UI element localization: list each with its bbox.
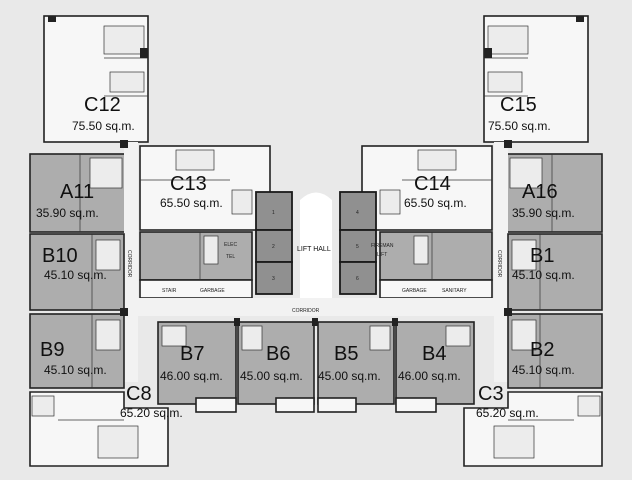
- unit-area: 46.00 sq.m.: [160, 369, 223, 383]
- unit-area: 45.10 sq.m.: [512, 268, 575, 282]
- unit-name: C3: [478, 383, 504, 405]
- lift-number: 2: [272, 244, 275, 250]
- unit-c14[interactable]: C14 65.50 sq.m.: [361, 145, 493, 231]
- unit-area: 35.90 sq.m.: [512, 206, 575, 220]
- unit-area: 45.00 sq.m.: [240, 369, 303, 383]
- unit-c13[interactable]: C13 65.50 sq.m.: [139, 145, 271, 231]
- unit-a16[interactable]: A16 35.90 sq.m.: [505, 153, 603, 233]
- service-core-left: STAIR GARBAGE ELEC TEL: [139, 231, 253, 299]
- unit-c3[interactable]: C3 65.20 sq.m.: [463, 383, 603, 467]
- lift-number: 3: [272, 276, 275, 282]
- corridor-label: CORRIDOR: [292, 308, 320, 314]
- unit-c8[interactable]: C8 65.20 sq.m.: [29, 383, 183, 467]
- lift-number: 6: [356, 276, 359, 282]
- unit-c12[interactable]: C12 75.50 sq.m.: [43, 15, 149, 143]
- unit-b1[interactable]: B1 45.10 sq.m.: [507, 233, 603, 311]
- unit-name: C13: [170, 173, 207, 195]
- lift-number: 5: [356, 244, 359, 250]
- unit-name: B5: [334, 343, 358, 365]
- unit-b6[interactable]: B6 45.00 sq.m.: [237, 321, 315, 413]
- unit-area: 75.50 sq.m.: [72, 119, 135, 133]
- unit-name: C15: [500, 94, 537, 116]
- stair-label: STAIR: [162, 288, 177, 294]
- lift-hall: 1 2 3 4 5 6 LIFT HALL FIREMAN LIFT: [255, 191, 394, 302]
- garbage-label: GARBAGE: [200, 288, 225, 294]
- unit-a11[interactable]: A11 35.90 sq.m.: [29, 153, 127, 233]
- corridor-label: CORRIDOR: [126, 250, 132, 278]
- garbage-label: GARBAGE: [402, 288, 427, 294]
- sanitary-label: SANITARY: [442, 288, 467, 294]
- unit-name: B10: [42, 245, 78, 267]
- unit-b10[interactable]: B10 45.10 sq.m.: [29, 233, 125, 311]
- lift-hall-label: LIFT HALL: [297, 246, 331, 253]
- unit-name: B2: [530, 339, 554, 361]
- fireman-lift-label: LIFT: [377, 252, 387, 258]
- unit-area: 65.20 sq.m.: [476, 406, 539, 420]
- fireman-lift-label: FIREMAN: [371, 243, 394, 249]
- unit-b7[interactable]: B7 46.00 sq.m.: [157, 321, 237, 413]
- unit-b5[interactable]: B5 45.00 sq.m.: [317, 321, 395, 413]
- unit-name: C12: [84, 94, 121, 116]
- unit-name: B1: [530, 245, 554, 267]
- tel-label: TEL: [226, 254, 235, 260]
- unit-b9[interactable]: B9 45.10 sq.m.: [29, 313, 125, 389]
- unit-name: A11: [60, 181, 94, 203]
- corridor: CORRIDOR CORRIDOR CORRIDOR: [124, 142, 508, 382]
- unit-area: 45.10 sq.m.: [44, 363, 107, 377]
- unit-name: B4: [422, 343, 446, 365]
- unit-area: 65.50 sq.m.: [404, 196, 467, 210]
- unit-name: C8: [126, 383, 152, 405]
- unit-area: 65.20 sq.m.: [120, 406, 183, 420]
- lift-number: 1: [272, 210, 275, 216]
- unit-name: B6: [266, 343, 290, 365]
- unit-area: 46.00 sq.m.: [398, 369, 461, 383]
- service-core-right: GARBAGE SANITARY: [379, 231, 493, 299]
- unit-area: 45.00 sq.m.: [318, 369, 381, 383]
- unit-name: B7: [180, 343, 204, 365]
- unit-area: 75.50 sq.m.: [488, 119, 551, 133]
- unit-area: 65.50 sq.m.: [160, 196, 223, 210]
- corridor-label: CORRIDOR: [496, 250, 502, 278]
- unit-b4[interactable]: B4 46.00 sq.m.: [395, 321, 475, 413]
- unit-name: A16: [522, 181, 558, 203]
- lift-number: 4: [356, 210, 359, 216]
- unit-area: 45.10 sq.m.: [512, 363, 575, 377]
- unit-name: B9: [40, 339, 64, 361]
- elec-label: ELEC: [224, 242, 237, 248]
- unit-area: 45.10 sq.m.: [44, 268, 107, 282]
- unit-c15[interactable]: C15 75.50 sq.m.: [483, 15, 589, 143]
- unit-name: C14: [414, 173, 451, 195]
- unit-b2[interactable]: B2 45.10 sq.m.: [507, 313, 603, 389]
- unit-area: 35.90 sq.m.: [36, 206, 99, 220]
- structural-columns: [120, 140, 512, 326]
